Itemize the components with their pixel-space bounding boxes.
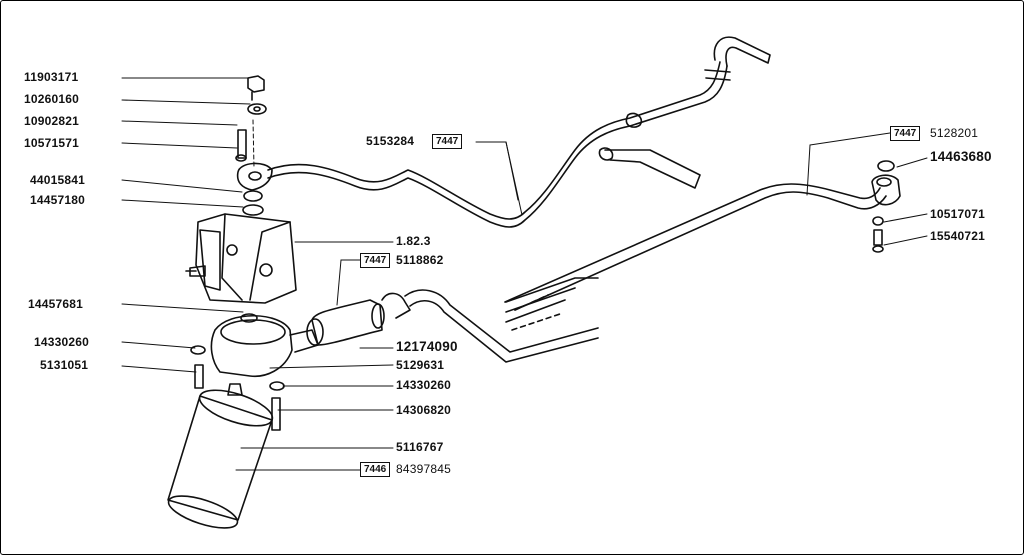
right-fasteners [872, 160, 895, 253]
ref-box-7446: 7446 [360, 462, 391, 477]
label-14330260-left: 14330260 [34, 335, 89, 349]
ref-box-7447-c: 7447 [890, 126, 921, 141]
pipe-5153284 [267, 36, 771, 228]
label-14463680: 14463680 [930, 149, 992, 164]
label-5116767: 5116767 [396, 440, 444, 454]
ref-box-7447-b: 7447 [432, 134, 463, 149]
label-10902821: 10902821 [24, 114, 79, 128]
pipe-5128201 [504, 174, 901, 311]
ref-box-7447-a: 7447 [360, 253, 391, 268]
label-14330260-right: 14330260 [396, 378, 451, 392]
filter-cartridge [167, 383, 274, 529]
label-14457681: 14457681 [28, 297, 83, 311]
label-10571571: 10571571 [24, 136, 79, 150]
leader-lines [121, 77, 928, 471]
label-5128201: 5128201 [930, 126, 979, 140]
label-15540721: 15540721 [930, 229, 985, 243]
label-5129631: 5129631 [396, 358, 445, 372]
hose-12174090 [306, 292, 411, 346]
label-10260160: 10260160 [24, 92, 79, 106]
label-44015841: 44015841 [30, 173, 85, 187]
filter-head [190, 313, 319, 431]
label-14457180: 14457180 [30, 193, 85, 207]
label-5131051: 5131051 [40, 358, 89, 372]
label-5153284: 5153284 [366, 134, 415, 148]
label-12174090: 12174090 [396, 339, 458, 354]
label-84397845: 84397845 [396, 462, 451, 476]
label-14306820: 14306820 [396, 403, 451, 417]
label-11903171: 11903171 [24, 70, 79, 84]
banjo-fitting [235, 75, 273, 216]
label-5118862: 5118862 [396, 253, 444, 267]
label-1-82-3: 1.82.3 [396, 234, 431, 248]
label-10517071: 10517071 [930, 207, 985, 221]
fuel-pump [185, 213, 297, 304]
